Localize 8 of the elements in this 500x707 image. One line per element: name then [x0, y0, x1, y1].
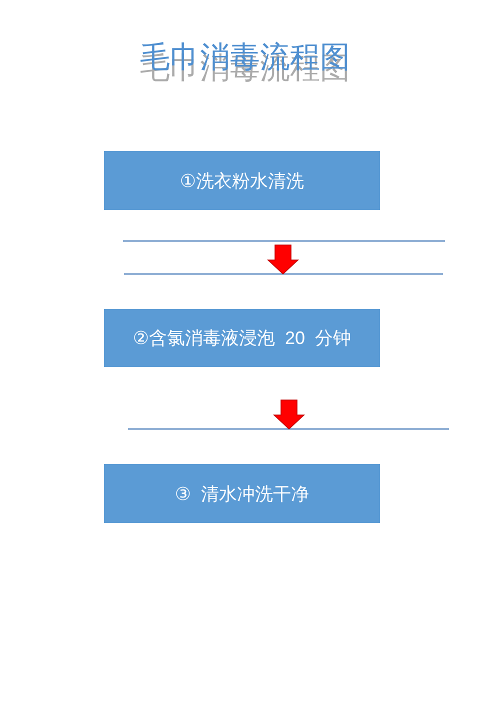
process-box [104, 309, 380, 367]
step-text: ②含氯消毒液浸泡 20 分钟 [132, 327, 352, 349]
process-box [104, 464, 380, 523]
step-text: ③ 清水冲洗干净 [174, 482, 310, 504]
down-arrow [272, 400, 306, 430]
down-arrow [266, 244, 300, 275]
step-text: ①洗衣粉水清洗 [180, 170, 304, 192]
process-box [104, 151, 380, 210]
